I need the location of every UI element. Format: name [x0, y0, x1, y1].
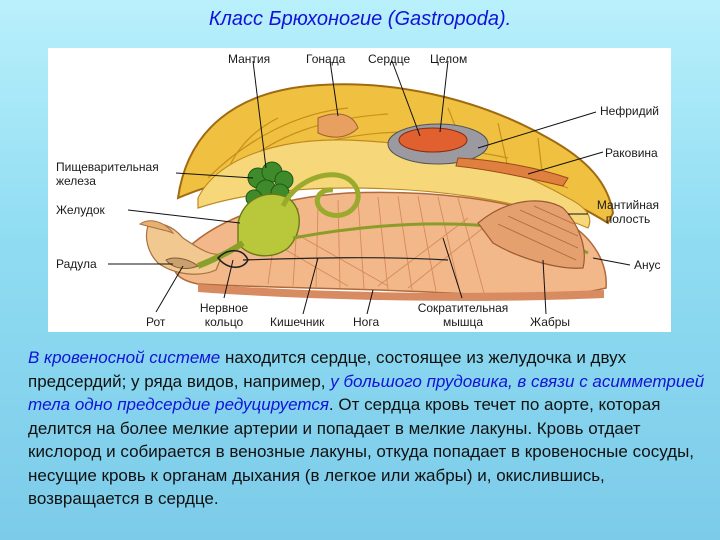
intestine-shape	[280, 172, 361, 218]
label-foot: Нога	[353, 315, 380, 329]
label-shell: Раковина	[605, 146, 658, 160]
stomach-shape	[237, 193, 300, 257]
anatomy-illustration	[108, 60, 631, 315]
slide-title: Класс Брюхоногие (Gastropoda).	[208, 8, 512, 30]
paragraph-text-1: находится сердце, состоящее из желудочка…	[28, 348, 627, 391]
label-nerve-ring-1: Нервное	[199, 301, 249, 315]
label-mantle-cavity-2: полость	[605, 212, 651, 226]
label-heart: Сердце	[368, 52, 411, 66]
foot-sole-shape	[198, 284, 604, 301]
label-mouth: Рот	[146, 315, 166, 329]
label-intestine: Кишечник	[270, 315, 325, 329]
nephridium-shape	[455, 157, 569, 187]
circulatory-system-paragraph: В кровеносной системе находится сердце, …	[28, 346, 718, 511]
leader-lines	[108, 60, 631, 315]
mantle-shape	[197, 139, 591, 229]
paragraph-emphasis-2: у большого прудовика, в связи с асимметр…	[28, 371, 705, 415]
label-retractor-2: мышца	[442, 315, 484, 329]
gastropoda-anatomy-figure: Мантия Гонада Сердце Целом Нефридий Рако…	[48, 48, 671, 332]
label-digestive-gland-2: железа	[56, 174, 96, 188]
label-stomach: Желудок	[56, 203, 105, 217]
paragraph-text-2: . От сердца кровь течет по аорте, котора…	[28, 395, 695, 508]
nerve-cord-shape	[242, 257, 449, 261]
label-nerve-ring-2: кольцо	[204, 315, 244, 329]
tentacle-shape	[138, 220, 175, 235]
label-gonad: Гонада	[306, 52, 346, 66]
label-radula: Радула	[56, 257, 97, 271]
label-mantle-cavity-1: Мантийная	[596, 198, 660, 212]
label-coelom: Целом	[430, 52, 468, 66]
label-digestive-gland-1: Пищеварительная	[56, 160, 159, 174]
gonad-shape	[317, 113, 359, 138]
label-gills: Жабры	[530, 315, 571, 329]
paragraph-emphasis-1: В кровеносной системе	[28, 348, 221, 367]
label-nephridium: Нефридий	[600, 104, 659, 118]
heart-shape	[398, 127, 468, 153]
label-mantle: Мантия	[228, 52, 271, 66]
label-retractor-1: Сократительная	[417, 301, 509, 315]
label-anus: Анус	[634, 258, 661, 272]
